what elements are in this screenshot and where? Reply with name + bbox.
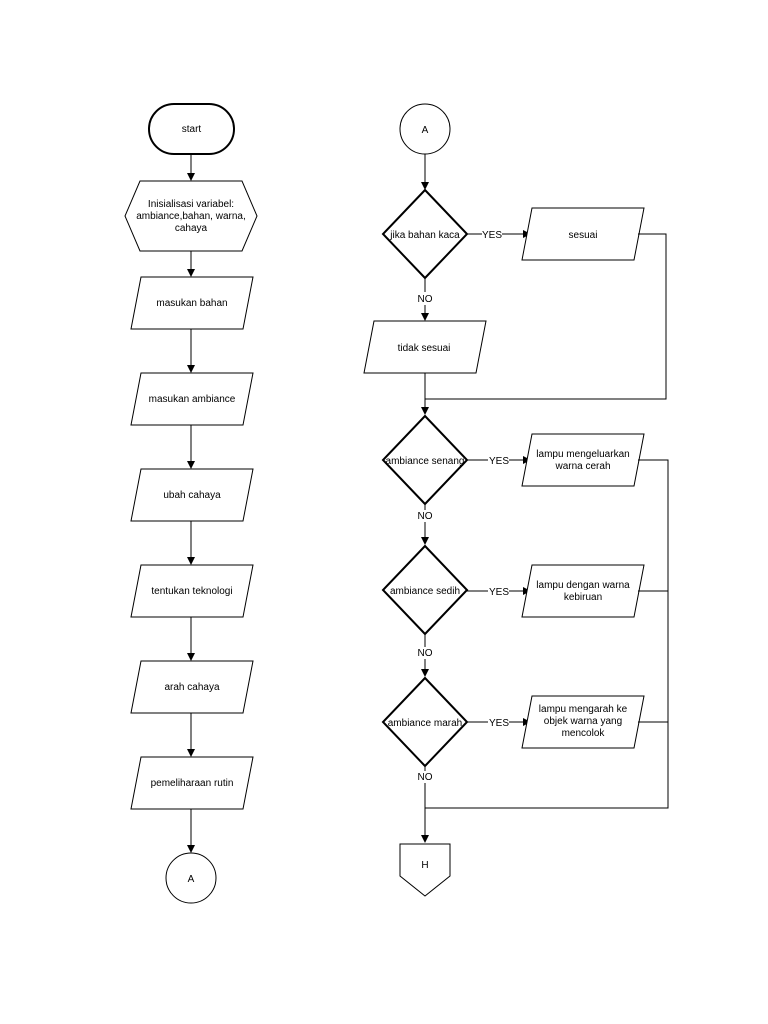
edge-label-yes-marah: YES xyxy=(489,718,509,729)
edge-label-yes-senang: YES xyxy=(489,456,509,467)
node-sesuai: sesuai xyxy=(521,207,645,261)
node-tidak-sesuai: tidak sesuai xyxy=(363,320,487,374)
node-offpage-connector-h-label: H xyxy=(421,860,428,871)
decision-ambiance-senang: ambiance senang xyxy=(381,414,469,506)
node-masukan-bahan: masukan bahan xyxy=(130,276,254,330)
node-ubah-cahaya-label: ubah cahaya xyxy=(163,490,221,501)
node-lampu-mencolok-label-line1: lampu mengarah ke xyxy=(539,704,628,715)
decision-bahan-kaca: jika bahan kaca xyxy=(381,188,469,280)
node-arah-cahaya: arah cahaya xyxy=(130,660,254,714)
node-lampu-cerah: lampu mengeluarkan warna cerah xyxy=(521,433,645,487)
edge-label-no-bahan: NO xyxy=(418,294,433,305)
decision-ambiance-senang-label: ambiance senang xyxy=(386,456,465,467)
edge-label-yes-sedih: YES xyxy=(489,587,509,598)
node-connector-a-out: A xyxy=(165,852,217,904)
edge-label-no-sedih: NO xyxy=(418,648,433,659)
node-masukan-ambiance: masukan ambiance xyxy=(130,372,254,426)
node-tidak-sesuai-label: tidak sesuai xyxy=(398,343,451,354)
node-tentukan-teknologi: tentukan teknologi xyxy=(130,564,254,618)
node-pemeliharaan-rutin: pemeliharaan rutin xyxy=(130,756,254,810)
node-lampu-mencolok: lampu mengarah ke objek warna yang menco… xyxy=(521,695,645,749)
node-lampu-kebiruan-label-line2: kebiruan xyxy=(564,592,602,603)
node-init-variables: Inisialisasi variabel: ambiance,bahan, w… xyxy=(124,180,258,252)
decision-ambiance-sedih-label: ambiance sedih xyxy=(390,586,460,597)
node-lampu-kebiruan: lampu dengan warna kebiruan xyxy=(521,564,645,618)
edge-label-yes-bahan: YES xyxy=(482,230,502,241)
node-ubah-cahaya: ubah cahaya xyxy=(130,468,254,522)
node-connector-a-in: A xyxy=(399,103,451,155)
edge-sesuai-merge xyxy=(425,233,667,400)
node-start: start xyxy=(148,103,235,155)
decision-bahan-kaca-label: jika bahan kaca xyxy=(389,230,460,241)
node-masukan-ambiance-label: masukan ambiance xyxy=(149,394,236,405)
node-arah-cahaya-label: arah cahaya xyxy=(164,682,219,693)
node-init-label-line3: cahaya xyxy=(175,223,208,234)
node-offpage-connector-h: H xyxy=(399,843,451,897)
node-masukan-bahan-label: masukan bahan xyxy=(156,298,227,309)
node-lampu-cerah-label-line1: lampu mengeluarkan xyxy=(536,449,629,460)
node-tentukan-teknologi-label: tentukan teknologi xyxy=(151,586,232,597)
node-sesuai-label: sesuai xyxy=(569,230,598,241)
node-connector-a-out-label: A xyxy=(188,874,195,885)
node-lampu-cerah-label-line2: warna cerah xyxy=(554,461,610,472)
node-start-label: start xyxy=(182,124,202,135)
node-lampu-kebiruan-label-line1: lampu dengan warna xyxy=(536,580,630,591)
edge-output-merge-bus xyxy=(425,459,669,809)
node-pemeliharaan-rutin-label: pemeliharaan rutin xyxy=(151,778,234,789)
node-lampu-mencolok-label-line3: mencolok xyxy=(562,728,606,739)
node-init-label-line1: Inisialisasi variabel: xyxy=(148,199,234,210)
node-connector-a-in-label: A xyxy=(422,125,429,136)
decision-ambiance-sedih: ambiance sedih xyxy=(381,544,469,636)
node-lampu-mencolok-label-line2: objek warna yang xyxy=(544,716,622,727)
edge-label-no-marah: NO xyxy=(418,772,433,783)
edge-label-no-senang: NO xyxy=(418,511,433,522)
decision-ambiance-marah-label: ambiance marah xyxy=(388,718,462,729)
node-init-label-line2: ambiance,bahan, warna, xyxy=(136,211,246,222)
decision-ambiance-marah: ambiance marah xyxy=(381,676,469,768)
